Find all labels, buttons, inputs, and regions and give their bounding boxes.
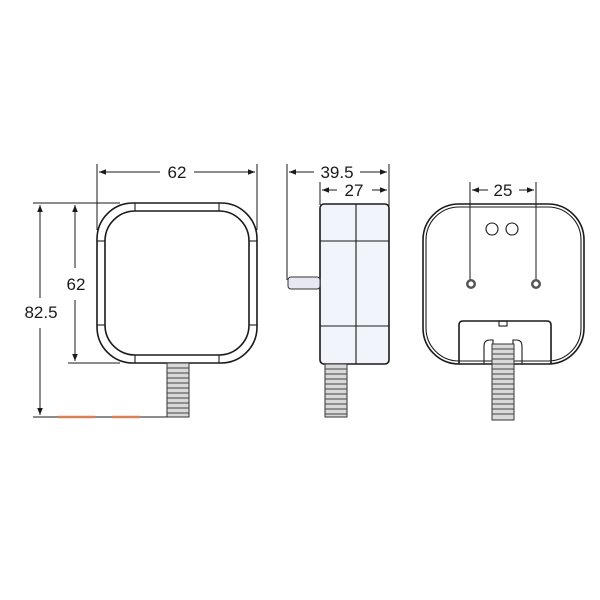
- side-body-depth-dimension: 27: [319, 181, 387, 205]
- side-cable: [324, 363, 348, 418]
- rear-hole-spacing-dimension: 25: [469, 181, 537, 283]
- front-width-dimension: 62: [96, 163, 258, 230]
- rear-mounting-hole-left: [466, 279, 476, 289]
- side-view: 39.5 27: [286, 163, 390, 418]
- side-overall-depth-label: 39.5: [320, 163, 353, 182]
- rear-mounting-hole-right: [531, 279, 541, 289]
- front-overall-height-label: 82.5: [24, 303, 57, 322]
- front-cable: [166, 362, 190, 418]
- front-housing-inner: [104, 210, 250, 356]
- rear-led-left: [485, 222, 499, 236]
- front-overall-height-dimension: 82.5: [24, 202, 167, 419]
- front-housing-segments: [97, 203, 257, 363]
- rear-housing-inner: [425, 206, 582, 362]
- front-height-dimension: 62: [67, 202, 120, 364]
- rear-cable: [491, 343, 515, 421]
- side-mounting-stud: [287, 276, 321, 290]
- rear-housing-outer: [422, 203, 585, 365]
- front-view: 62: [24, 163, 258, 419]
- front-height-label: 62: [67, 275, 86, 294]
- side-body-depth-label: 27: [345, 181, 364, 200]
- rear-led-right: [505, 222, 519, 236]
- side-overall-depth-dimension: 39.5: [286, 163, 390, 280]
- front-housing-outer: [96, 202, 258, 364]
- rear-hole-spacing-label: 25: [494, 181, 513, 200]
- rear-view: 25: [422, 181, 585, 421]
- front-width-label: 62: [168, 163, 187, 182]
